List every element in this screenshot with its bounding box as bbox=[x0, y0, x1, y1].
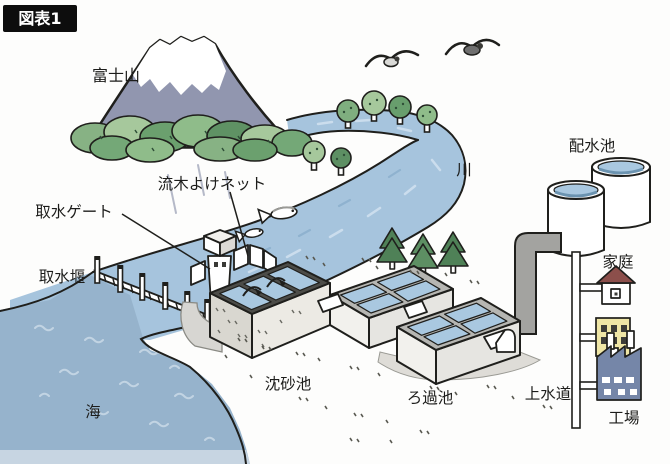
figure-badge: 図表1 bbox=[3, 5, 77, 32]
riverside-trees bbox=[302, 90, 438, 176]
label-driftwood-net: 流木よけネット bbox=[158, 175, 267, 193]
bird-icon bbox=[444, 38, 501, 56]
fish-icon bbox=[257, 206, 298, 225]
label-home: 家庭 bbox=[602, 253, 633, 271]
riser-pipe bbox=[514, 232, 562, 335]
label-distribution-reservoir: 配水池 bbox=[569, 137, 616, 155]
conifer-trees bbox=[376, 227, 469, 276]
connector-pipes bbox=[317, 293, 516, 353]
sand-speckles bbox=[224, 255, 553, 444]
label-mount-fuji: 富士山 bbox=[92, 66, 140, 85]
river-ripples-dark bbox=[257, 168, 402, 255]
label-sea: 海 bbox=[85, 403, 101, 421]
figure-badge-text: 図表1 bbox=[18, 9, 61, 28]
filtration-basin-1 bbox=[329, 265, 454, 349]
house-icon bbox=[596, 265, 636, 305]
sea-illustration bbox=[0, 275, 250, 464]
forest-bushes bbox=[70, 114, 313, 163]
settling-basin-structure bbox=[209, 261, 331, 359]
label-factory: 工場 bbox=[608, 409, 639, 427]
leader-lines bbox=[121, 191, 249, 270]
label-river: 川 bbox=[456, 161, 472, 179]
factory-icon bbox=[596, 330, 642, 401]
sea-waves bbox=[34, 324, 215, 441]
river-ripples-light bbox=[211, 118, 442, 287]
snow-cap bbox=[133, 37, 226, 95]
bird-icon bbox=[364, 50, 420, 68]
distribution-tank-rear bbox=[591, 157, 651, 229]
label-intake-gate: 取水ゲート bbox=[35, 203, 113, 221]
shallow-water-band bbox=[0, 450, 250, 464]
mountain-streaks bbox=[167, 164, 231, 214]
label-water-supply: 上水道 bbox=[525, 385, 572, 403]
supply-pipe bbox=[571, 251, 603, 429]
label-settling-basin: 沈砂池 bbox=[265, 375, 312, 393]
label-intake-weir: 取水堰 bbox=[39, 268, 86, 286]
label-filtration-basin: ろ過池 bbox=[407, 389, 454, 407]
